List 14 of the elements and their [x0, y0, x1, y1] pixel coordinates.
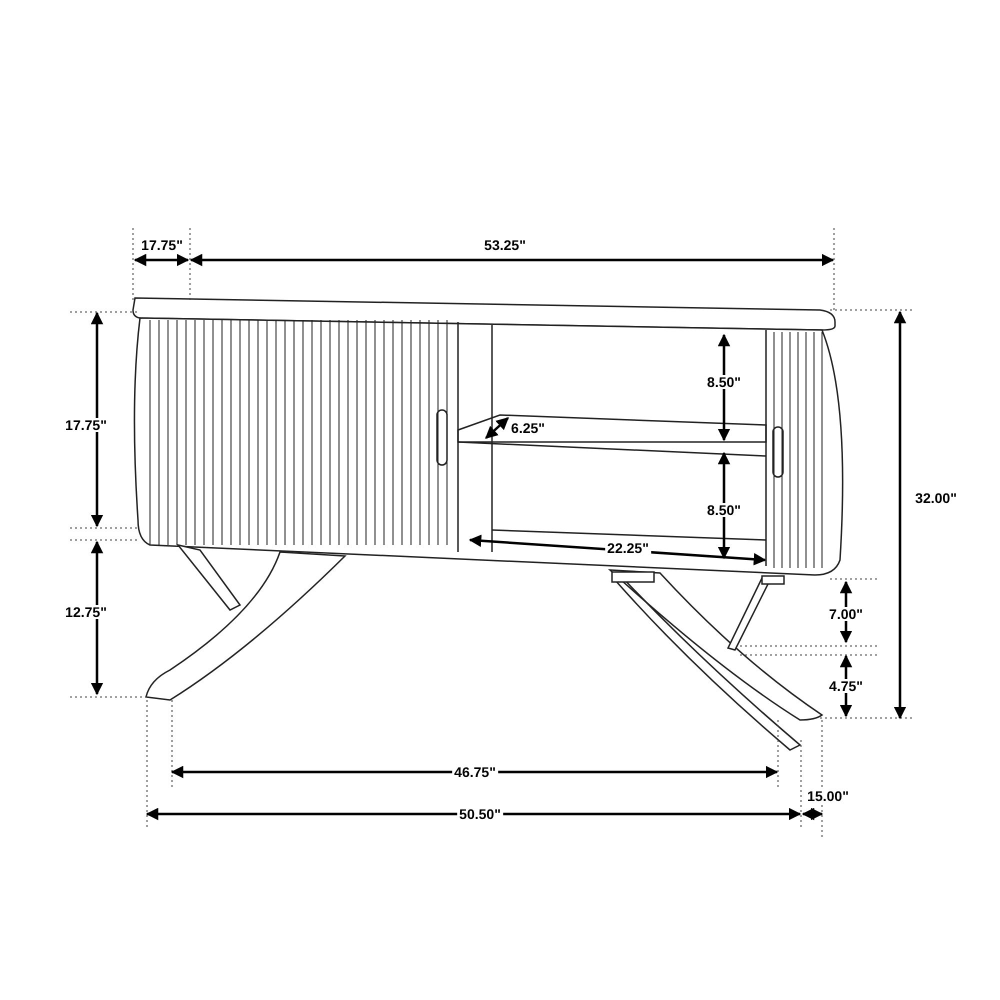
dimension-label: 17.75" [63, 418, 109, 432]
dimension-label: 32.00" [913, 491, 959, 505]
dimension-label: 17.75" [139, 238, 185, 252]
dimension-label: 8.50" [705, 503, 743, 517]
dimension-label: 46.75" [452, 765, 498, 779]
dimension-label: 7.00" [827, 607, 865, 621]
dimension-label: 22.25" [605, 541, 651, 555]
dimension-label: 50.50" [457, 807, 503, 821]
dimension-label: 15.00" [805, 789, 851, 803]
dimension-label: 53.25" [482, 238, 528, 252]
dimension-label: 6.25" [509, 421, 547, 435]
dimension-label: 8.50" [705, 375, 743, 389]
dimension-label: 12.75" [63, 605, 109, 619]
dimension-label: 4.75" [827, 679, 865, 693]
